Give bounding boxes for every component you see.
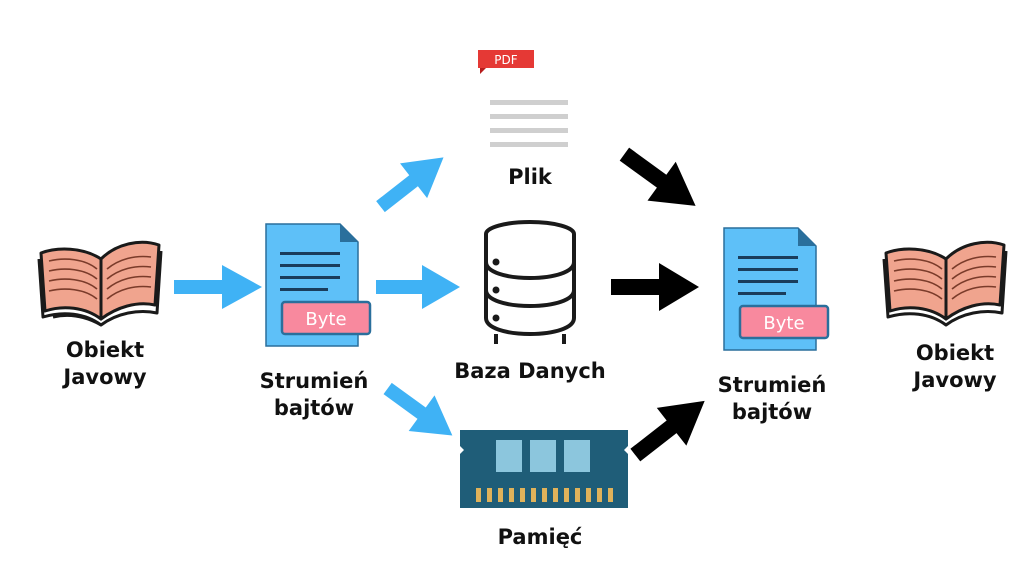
pdf-file-icon: PDF <box>478 50 568 147</box>
database-server-icon <box>484 220 576 344</box>
label-right-object: Obiekt Javowy <box>890 340 1020 394</box>
label-left-object-line2: Javowy <box>63 365 147 389</box>
label-database-text: Baza Danych <box>454 359 606 383</box>
label-left-object-line1: Obiekt <box>65 338 145 362</box>
arrow-stream-to-file <box>376 157 444 213</box>
label-right-stream: Strumień bajtów <box>702 372 842 426</box>
byte-badge-right-text: Byte <box>763 313 804 334</box>
label-file: Plik <box>480 164 580 191</box>
open-book-icon-left <box>37 240 163 327</box>
label-left-stream-line2: bajtów <box>273 396 355 420</box>
label-memory-text: Pamięć <box>497 525 583 549</box>
label-database: Baza Danych <box>440 358 620 385</box>
arrow-memory-to-stream <box>630 400 705 462</box>
label-right-stream-line2: bajtów <box>731 400 813 424</box>
label-left-stream-line1: Strumień <box>259 369 369 393</box>
label-memory: Pamięć <box>480 524 600 551</box>
byte-badge-right: Byte <box>738 304 830 340</box>
label-right-stream-line1: Strumień <box>717 373 827 397</box>
byte-badge-left: Byte <box>280 300 372 336</box>
label-file-text: Plik <box>508 165 552 189</box>
label-left-stream: Strumień bajtów <box>244 368 384 422</box>
arrow-file-to-stream <box>619 147 696 206</box>
label-right-object-line2: Javowy <box>913 368 997 392</box>
arrow-stream-to-database <box>376 265 460 309</box>
pdf-badge-text: PDF <box>494 53 517 67</box>
arrow-stream-to-memory <box>383 382 453 436</box>
label-right-object-line1: Obiekt <box>915 341 995 365</box>
ram-module-icon <box>460 430 628 508</box>
byte-badge-left-text: Byte <box>305 309 346 330</box>
arrow-database-to-stream <box>611 263 699 311</box>
open-book-icon-right <box>882 240 1008 327</box>
label-left-object: Obiekt Javowy <box>40 337 170 391</box>
arrow-book-to-stream <box>174 265 262 309</box>
